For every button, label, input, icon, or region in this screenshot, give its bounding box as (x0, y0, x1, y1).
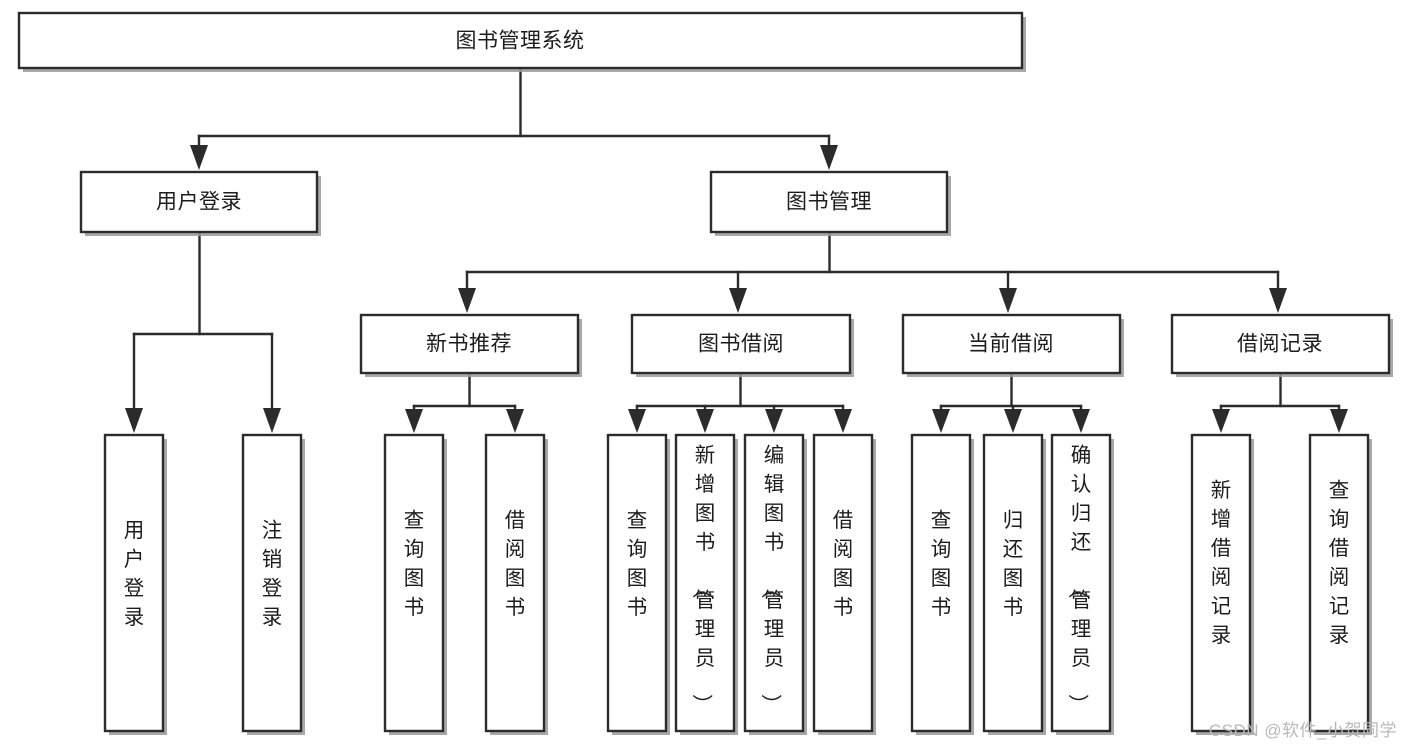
node-leaf-query-book-1-rect (383, 433, 445, 733)
node-current-borrow[interactable]: 当前借阅 (901, 313, 1124, 377)
node-user-login-label: 用户登录 (156, 191, 242, 214)
node-leaf-query-book-2[interactable]: 查询图书 (606, 433, 670, 735)
node-new-book-recommend-label: 新书推荐 (426, 333, 512, 356)
node-leaf-return-book-rect (982, 433, 1044, 733)
edge-group-book-borrow-to-leaves (628, 371, 852, 433)
arrow-head-leaf-add-book (696, 409, 714, 433)
arrow-head-book-manage (820, 145, 838, 170)
node-leaf-add-book-rect (674, 433, 736, 733)
arrow-head-leaf-logout-login (263, 408, 281, 433)
node-leaf-confirm-return-label: 确认归还（管理员） (1066, 444, 1092, 715)
node-leaf-user-login-rect (103, 433, 165, 733)
arrow-head-current-borrow (999, 288, 1017, 313)
node-borrow-record[interactable]: 借阅记录 (1170, 313, 1393, 377)
edge-group-user-login-to-leaves (125, 230, 281, 433)
node-book-manage[interactable]: 图书管理 (709, 170, 951, 236)
node-leaf-edit-book-rect (743, 433, 805, 733)
node-leaf-add-book-label: 新增图书（管理员） (690, 444, 716, 715)
node-leaf-user-login[interactable]: 用户登录 (103, 433, 167, 735)
node-leaf-logout-login[interactable]: 注销登录 (241, 433, 305, 735)
arrow-head-book-borrow (729, 288, 747, 313)
arrow-head-leaf-query-book-3 (932, 409, 950, 433)
arrow-head-new-book-recommend (458, 288, 476, 313)
node-user-login[interactable]: 用户登录 (79, 170, 321, 236)
node-borrow-record-rect (1170, 313, 1391, 375)
node-new-book-recommend[interactable]: 新书推荐 (359, 313, 582, 377)
arrow-head-leaf-query-record (1330, 409, 1348, 433)
arrow-head-leaf-add-record (1212, 409, 1230, 433)
arrow-head-leaf-edit-book (765, 409, 783, 433)
node-leaf-confirm-return[interactable]: 确认归还（管理员） (1050, 433, 1114, 735)
node-leaf-logout-login-label: 注销登录 (262, 519, 283, 629)
arrow-head-borrow-record (1269, 288, 1287, 313)
edge-group-current-borrow-to-leaves (932, 371, 1090, 433)
arrow-head-leaf-borrow-book-1 (506, 409, 524, 433)
node-leaf-add-record-label: 新增借阅记录 (1211, 479, 1232, 647)
node-leaf-confirm-return-rect (1050, 433, 1112, 733)
node-book-borrow-label: 图书借阅 (698, 333, 784, 356)
node-book-borrow[interactable]: 图书借阅 (630, 313, 854, 377)
arrow-head-leaf-return-book (1004, 409, 1022, 433)
node-leaf-borrow-book-1-rect (484, 433, 546, 733)
node-leaf-borrow-book-2[interactable]: 借阅图书 (812, 433, 876, 735)
arrow-head-leaf-confirm-return (1072, 409, 1090, 433)
node-leaf-query-book-2-label: 查询图书 (627, 509, 648, 619)
node-leaf-borrow-book-1-label: 借阅图书 (505, 509, 526, 619)
node-borrow-record-label: 借阅记录 (1237, 333, 1323, 356)
node-book-manage-label: 图书管理 (786, 191, 872, 214)
edge-group-borrow-record-to-leaves (1212, 371, 1348, 433)
edge-group-root-to-level2 (190, 66, 838, 170)
node-leaf-query-record-rect (1308, 433, 1370, 733)
node-leaf-borrow-book-1[interactable]: 借阅图书 (484, 433, 548, 735)
edge-group-book-manage-to-level3 (458, 230, 1287, 313)
node-leaf-query-record[interactable]: 查询借阅记录 (1308, 433, 1372, 735)
node-leaf-borrow-book-2-label: 借阅图书 (833, 509, 854, 619)
node-leaf-query-book-3-label: 查询图书 (931, 509, 952, 619)
node-leaf-query-book-3-rect (910, 433, 972, 733)
node-root-label: 图书管理系统 (456, 30, 585, 53)
csdn-watermark: CSDN @软件_小贺同学 (1208, 721, 1397, 740)
node-leaf-borrow-book-2-rect (812, 433, 874, 733)
node-leaf-user-login-label: 用户登录 (124, 519, 145, 629)
node-leaf-logout-login-rect (241, 433, 303, 733)
arrow-head-user-login (190, 145, 208, 170)
node-current-borrow-label: 当前借阅 (968, 333, 1054, 356)
arrow-head-leaf-user-login (125, 408, 143, 433)
node-leaf-add-record[interactable]: 新增借阅记录 (1190, 433, 1254, 735)
arrow-head-leaf-query-book-2 (628, 409, 646, 433)
arrow-head-leaf-borrow-book-2 (834, 409, 852, 433)
node-book-manage-rect (709, 170, 949, 234)
node-leaf-query-book-2-rect (606, 433, 668, 733)
node-book-borrow-rect (630, 313, 852, 375)
node-leaf-edit-book[interactable]: 编辑图书（管理员） (743, 433, 807, 735)
node-leaf-query-book-3[interactable]: 查询图书 (910, 433, 974, 735)
node-root-rect (17, 11, 1024, 70)
arrow-head-leaf-query-book-1 (405, 409, 423, 433)
node-leaf-return-book[interactable]: 归还图书 (982, 433, 1046, 735)
node-leaf-add-book[interactable]: 新增图书（管理员） (674, 433, 738, 735)
node-leaf-edit-book-label: 编辑图书（管理员） (759, 444, 785, 715)
node-leaf-query-record-label: 查询借阅记录 (1329, 479, 1350, 647)
node-user-login-rect (79, 170, 319, 234)
node-leaf-query-book-1[interactable]: 查询图书 (383, 433, 447, 735)
node-root[interactable]: 图书管理系统 (17, 11, 1026, 72)
node-current-borrow-rect (901, 313, 1122, 375)
edge-group-new-book-recommend-to-leaves (405, 371, 524, 433)
node-leaf-return-book-label: 归还图书 (1003, 509, 1024, 619)
node-leaf-query-book-1-label: 查询图书 (404, 509, 425, 619)
node-leaf-add-record-rect (1190, 433, 1252, 733)
node-new-book-recommend-rect (359, 313, 580, 375)
